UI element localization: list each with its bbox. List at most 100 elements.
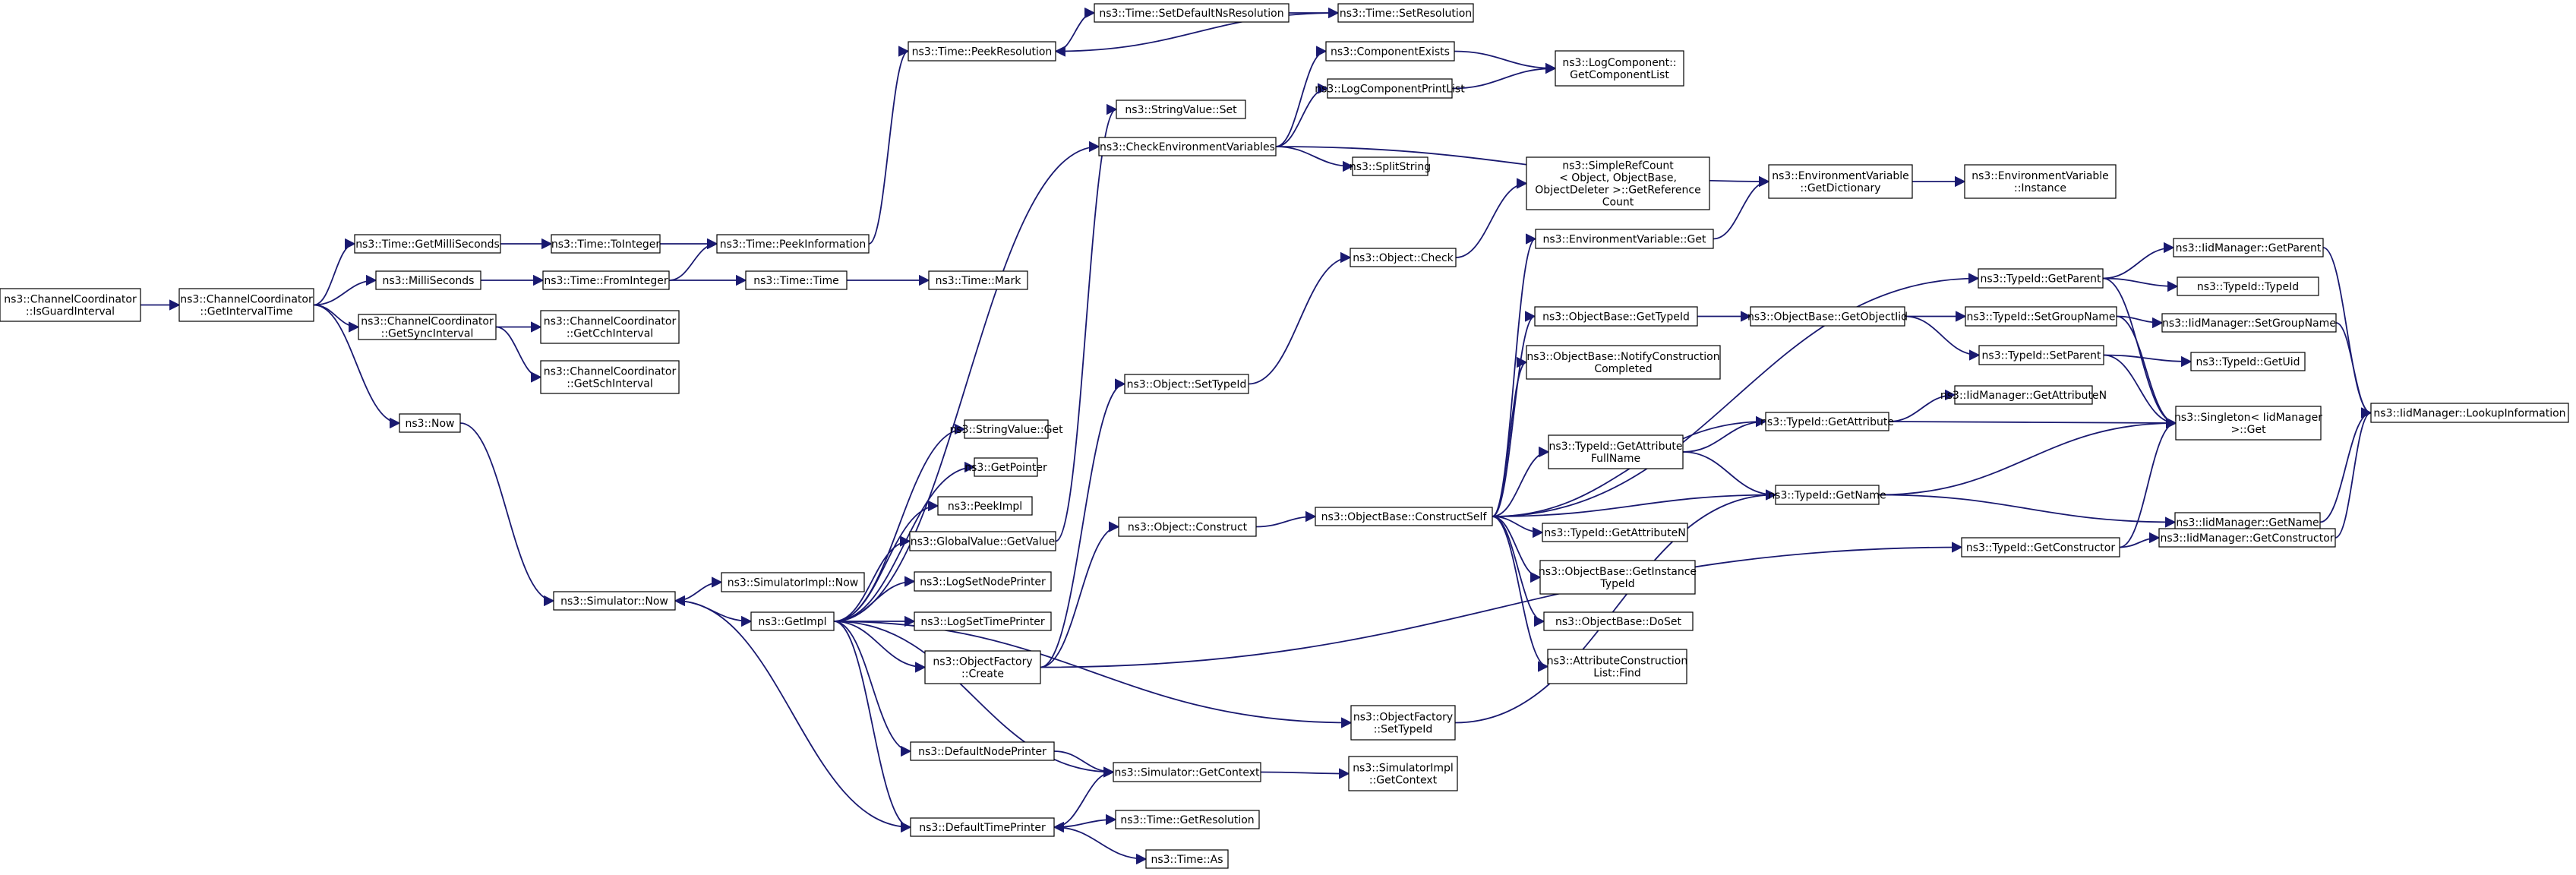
edge-peekinfo-to-peekres — [868, 46, 910, 245]
node-box — [1145, 849, 1229, 869]
node-objsettypeid[interactable]: ns3::Object::SetTypeId — [1124, 374, 1249, 394]
node-getinterval[interactable]: ns3::ChannelCoordinator::GetIntervalTime — [178, 288, 314, 322]
node-objfactcreate[interactable]: ns3::ObjectFactory::Create — [924, 650, 1041, 684]
node-getres[interactable]: ns3::Time::GetResolution — [1115, 810, 1260, 829]
node-logcompprint[interactable]: ns3::LogComponentPrintList — [1315, 78, 1465, 99]
node-deftimeprinter[interactable]: ns3::DefaultTimePrinter — [910, 817, 1055, 837]
node-tidgetattr[interactable]: ns3::TypeId::GetAttribute — [1760, 412, 1894, 431]
node-label: ns3::StringValue::Get — [949, 424, 1063, 436]
node-box — [2161, 313, 2337, 333]
node-label: ns3::IidManager::GetAttributeN — [1940, 390, 2107, 402]
node-objconstruct[interactable]: ns3::Object::Construct — [1118, 516, 1257, 537]
node-label: ObjectDeleter >::GetReference — [1535, 185, 1700, 197]
node-tointeger[interactable]: ns3::Time::ToInteger — [551, 234, 661, 254]
node-tidgetname[interactable]: ns3::TypeId::GetName — [1768, 485, 1886, 505]
node-setres[interactable]: ns3::Time::SetResolution — [1337, 3, 1474, 23]
edge-tidgetparent-to-singletonget — [2102, 277, 2177, 429]
node-envinstance[interactable]: ns3::EnvironmentVariable::Instance — [1964, 164, 2117, 199]
node-checkenv[interactable]: ns3::CheckEnvironmentVariables — [1098, 137, 1277, 156]
node-tidgetuid[interactable]: ns3::TypeId::GetUid — [2190, 352, 2306, 371]
node-gvgetvalue[interactable]: ns3::GlobalValue::GetValue — [909, 531, 1056, 551]
node-peekimpl[interactable]: ns3::PeekImpl — [937, 496, 1033, 516]
node-label: ns3::SimulatorImpl — [1353, 763, 1454, 775]
node-box — [1116, 100, 1246, 119]
node-tidsetparent[interactable]: ns3::TypeId::SetParent — [1978, 345, 2104, 365]
node-objbaseconstruct[interactable]: ns3::ObjectBase::ConstructSelf — [1315, 507, 1493, 526]
node-millisec[interactable]: ns3::MilliSeconds — [375, 270, 481, 290]
node-simnow[interactable]: ns3::Simulator::Now — [553, 591, 676, 611]
node-tidgetconstructor[interactable]: ns3::TypeId::GetConstructor — [1961, 537, 2120, 558]
node-splitstring[interactable]: ns3::SplitString — [1350, 156, 1431, 176]
node-compexists[interactable]: ns3::ComponentExists — [1325, 41, 1455, 62]
node-setdefns[interactable]: ns3::Time::SetDefaultNsResolution — [1094, 3, 1290, 23]
node-objbasegettypeid[interactable]: ns3::ObjectBase::GetTypeId — [1534, 306, 1698, 327]
node-box — [910, 817, 1055, 837]
node-timetime[interactable]: ns3::Time::Time — [745, 270, 848, 290]
node-strset[interactable]: ns3::StringValue::Set — [1116, 100, 1246, 119]
node-getmilli[interactable]: ns3::Time::GetMilliSeconds — [354, 234, 501, 254]
node-getcch[interactable]: ns3::ChannelCoordinator::GetCchInterval — [540, 310, 680, 344]
node-iidgetconstructor[interactable]: ns3::IidManager::GetConstructor — [2158, 528, 2336, 548]
node-box — [1961, 537, 2120, 558]
edge-tidgetname-to-iidgetname — [1878, 494, 2177, 528]
node-iidgetparent[interactable]: ns3::IidManager::GetParent — [2173, 238, 2324, 257]
node-iidsetgroupname[interactable]: ns3::IidManager::SetGroupName — [2161, 313, 2337, 333]
node-isguard[interactable]: ns3::ChannelCoordinator::IsGuardInterval — [0, 288, 141, 322]
node-label: ns3::Time::PeekResolution — [912, 46, 1053, 58]
node-tidgetattrn[interactable]: ns3::TypeId::GetAttributeN — [1542, 523, 1688, 542]
node-simgetctx[interactable]: ns3::Simulator::GetContext — [1113, 762, 1261, 782]
node-iidlookup[interactable]: ns3::IidManager::LookupInformation — [2370, 403, 2569, 423]
node-frominteger[interactable]: ns3::Time::FromInteger — [542, 270, 670, 290]
node-label: ns3::IidManager::SetGroupName — [2162, 317, 2336, 330]
node-objbasegetobjtid[interactable]: ns3::ObjectBase::GetObjectIid — [1747, 306, 1908, 327]
node-logsettime[interactable]: ns3::LogSetTimePrinter — [914, 611, 1052, 631]
node-box — [721, 572, 865, 592]
node-box — [1526, 156, 1710, 210]
node-label: ns3::TypeId::GetAttribute — [1760, 416, 1894, 428]
node-logsetnode[interactable]: ns3::LogSetNodePrinter — [914, 571, 1052, 592]
edge-getimpl-to-checkenv — [833, 141, 1100, 622]
node-getsch[interactable]: ns3::ChannelCoordinator::GetSchInterval — [540, 360, 680, 394]
node-tidtypeid[interactable]: ns3::TypeId::TypeId — [2177, 276, 2319, 296]
edge-getimpl-to-objfactsettypeid — [833, 621, 1353, 728]
node-getimpl[interactable]: ns3::GetImpl — [750, 611, 835, 631]
node-label: ns3::TypeId::GetConstructor — [1966, 542, 2115, 554]
node-timeas[interactable]: ns3::Time::As — [1145, 849, 1229, 869]
node-envget[interactable]: ns3::EnvironmentVariable::Get — [1535, 229, 1714, 249]
node-label: ns3::ChannelCoordinator — [180, 294, 313, 306]
node-label: ::Create — [961, 668, 1004, 681]
node-simimplnow[interactable]: ns3::SimulatorImpl::Now — [721, 572, 865, 592]
node-iidgetattrn[interactable]: ns3::IidManager::GetAttributeN — [1940, 385, 2107, 405]
node-objcheck[interactable]: ns3::Object::Check — [1350, 248, 1457, 267]
node-simimplgetctx[interactable]: ns3::SimulatorImpl::GetContext — [1348, 756, 1458, 791]
node-getpointer[interactable]: ns3::GetPointer — [964, 457, 1047, 477]
node-label: ns3::ObjectFactory — [933, 656, 1032, 668]
node-box — [2190, 352, 2306, 371]
node-strget[interactable]: ns3::StringValue::Get — [949, 419, 1063, 439]
node-peekres[interactable]: ns3::Time::PeekResolution — [908, 41, 1056, 62]
node-box — [354, 234, 501, 254]
node-tidgetparent[interactable]: ns3::TypeId::GetParent — [1978, 268, 2104, 289]
node-box — [1352, 156, 1428, 176]
node-box — [540, 310, 680, 344]
node-label: ns3::ComponentExists — [1331, 46, 1450, 58]
node-singletonget[interactable]: ns3::Singleton< IidManager>::Get — [2174, 406, 2322, 441]
node-tidsetgroupname[interactable]: ns3::TypeId::SetGroupName — [1965, 306, 2117, 327]
node-label: ns3::EnvironmentVariable — [1772, 170, 1909, 182]
node-peekinfo[interactable]: ns3::Time::PeekInformation — [716, 234, 870, 254]
node-objbasenotify[interactable]: ns3::ObjectBase::NotifyConstructionCompl… — [1526, 345, 1721, 380]
node-objfactsettypeid[interactable]: ns3::ObjectFactory::SetTypeId — [1350, 705, 1456, 741]
node-box — [1327, 78, 1453, 99]
node-defnodeprinter[interactable]: ns3::DefaultNodePrinter — [910, 741, 1055, 761]
node-label: TypeId — [1599, 578, 1634, 590]
node-objbasedoset[interactable]: ns3::ObjectBase::DoSet — [1543, 611, 1694, 631]
node-now[interactable]: ns3::Now — [399, 413, 461, 433]
node-logcompget[interactable]: ns3::LogComponent::GetComponentList — [1555, 50, 1684, 87]
node-envgetdict[interactable]: ns3::EnvironmentVariable::GetDictionary — [1768, 164, 1913, 199]
node-getsync[interactable]: ns3::ChannelCoordinator::GetSyncInterval — [358, 314, 497, 340]
node-simplerefcount[interactable]: ns3::SimpleRefCount< Object, ObjectBase,… — [1526, 156, 1710, 210]
node-timemark[interactable]: ns3::Time::Mark — [928, 270, 1028, 290]
